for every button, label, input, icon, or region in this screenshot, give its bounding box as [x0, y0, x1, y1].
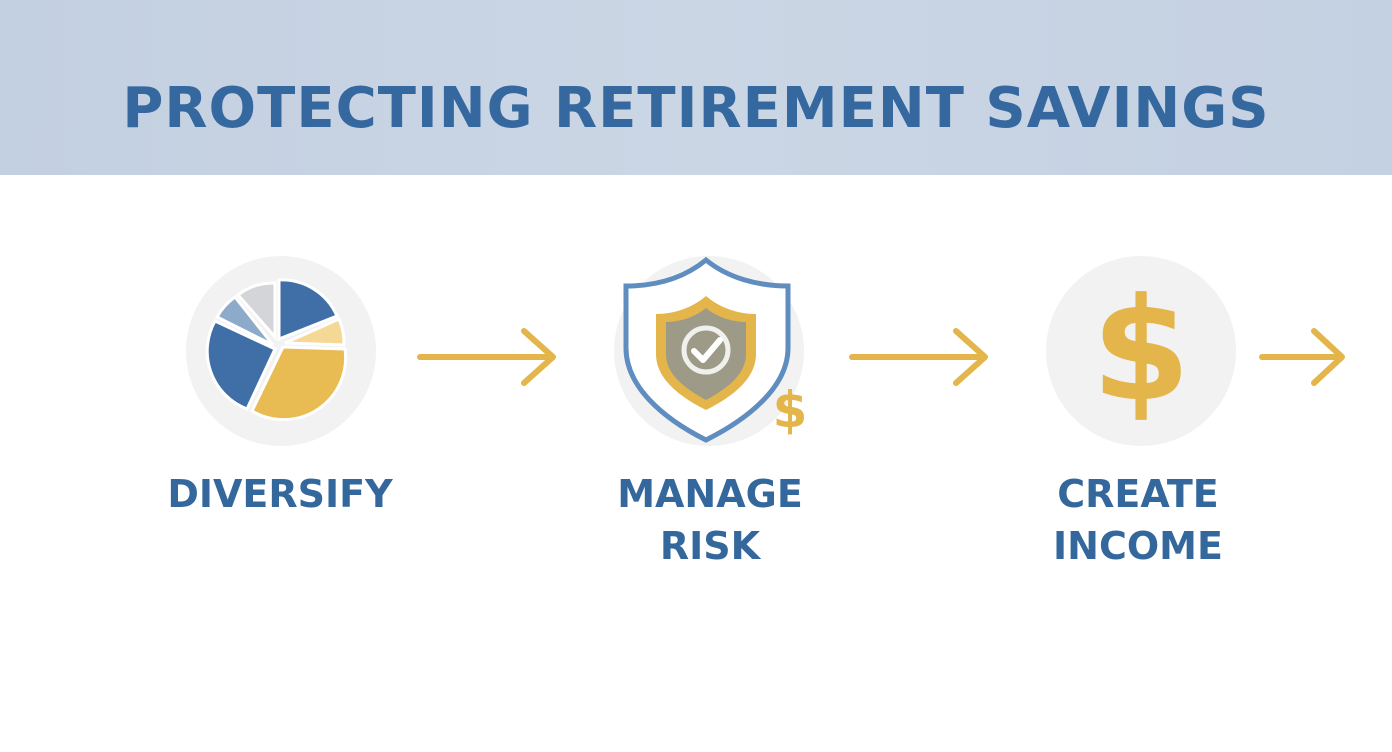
pie-chart-icon: [205, 278, 348, 422]
step-label-manage-risk-line-1: MANAGE: [617, 472, 803, 516]
step-label-create-income: CREATE INCOME: [988, 468, 1288, 572]
create-income-icon-circle: [1046, 256, 1236, 446]
arrow-right-icon: [1259, 328, 1345, 386]
step-label-manage-risk-line-2: RISK: [659, 524, 761, 568]
step-label-create-income-line-1: CREATE: [1057, 472, 1219, 516]
page-title: PROTECTING RETIREMENT SAVINGS: [122, 76, 1270, 141]
step-label-create-income-line-2: INCOME: [1053, 524, 1223, 568]
shield-check-icon: [623, 256, 791, 443]
title-banner: [0, 0, 1392, 175]
arrow-right-icon: [849, 328, 988, 386]
arrow-right-icon: [417, 328, 556, 386]
step-label-diversify: DIVERSIFY: [130, 468, 430, 520]
shield-dollar-icon: $: [772, 381, 808, 439]
dollar-icon: $: [1091, 268, 1191, 433]
step-label-manage-risk: MANAGE RISK: [560, 468, 860, 572]
step-label-diversify-line-1: DIVERSIFY: [167, 472, 393, 516]
